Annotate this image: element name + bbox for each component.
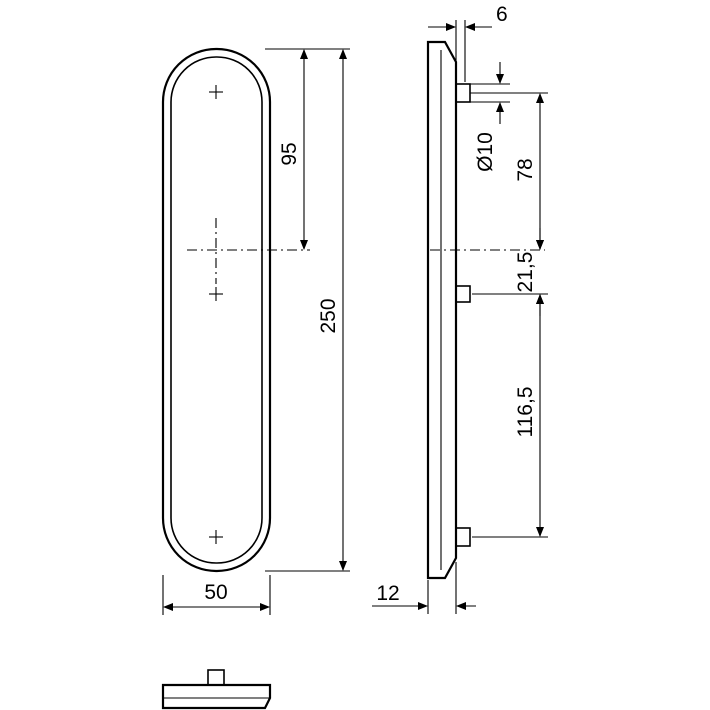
dimension-21-5-label: 21,5 (514, 252, 537, 293)
dimension-116-5: 116,5 (514, 294, 544, 537)
dimension-21-5: 21,5 (514, 228, 544, 316)
dimension-78: 78 (514, 93, 544, 250)
dimension-250-label: 250 (317, 298, 340, 333)
dimension-116-5-label: 116,5 (514, 387, 537, 438)
dimension-95: 95 (265, 48, 312, 250)
dimension-78-label: 78 (514, 158, 537, 181)
dimension-50: 50 (162, 575, 271, 615)
dimension-diameter-10: Ø10 (474, 62, 504, 172)
side-plate-outline (426, 40, 458, 580)
dimension-12: 12 (372, 562, 476, 614)
front-view: 95 250 50 (161, 47, 350, 615)
dimension-50-label: 50 (204, 581, 227, 604)
pin-bottom (455, 527, 471, 547)
dimension-6: 6 (428, 3, 508, 82)
screw-hole-mid-marker (209, 287, 223, 301)
bottom-view (161, 669, 272, 710)
dimension-diameter-10-label: Ø10 (474, 132, 497, 172)
dimension-6-label: 6 (496, 3, 508, 26)
dimension-95-label: 95 (278, 142, 301, 165)
plate-inner-edge (170, 56, 263, 564)
dimension-250: 250 (265, 48, 350, 572)
screw-hole-bottom-marker (209, 530, 223, 544)
plate-outline (161, 47, 272, 573)
bottom-plate-outline (161, 683, 272, 710)
pin-middle (455, 285, 471, 303)
screw-hole-top-marker (209, 85, 223, 99)
bottom-pin (207, 669, 225, 686)
handle-center-mark (187, 218, 310, 284)
side-view: 6 Ø10 78 21,5 116,5 (372, 3, 548, 614)
dimension-12-label: 12 (376, 582, 399, 605)
